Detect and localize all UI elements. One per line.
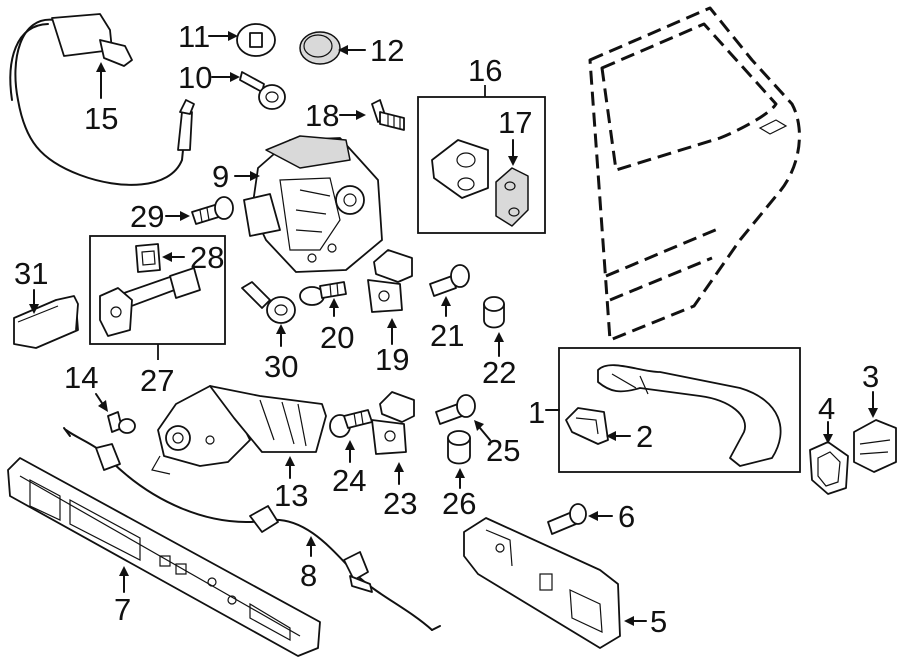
part-25-bolt [435,394,476,425]
label-part-10: 10 [178,60,213,95]
label-part-6: 6 [618,499,636,534]
part-22-cap [483,296,505,329]
label-part-12: 12 [370,33,405,68]
label-part-14: 14 [64,360,99,395]
label-part-13: 13 [274,478,309,513]
label-part-21: 21 [430,318,465,353]
part-6-screw [547,503,587,535]
part-15-latch-cable [9,13,195,186]
door-outline [588,6,801,342]
label-part-25: 25 [486,433,521,468]
leader-arrows [29,31,878,626]
part-23-hinge [371,391,415,455]
part-8-control-cable [63,427,441,631]
label-part-16: 16 [468,53,503,88]
part-30-bolt [241,281,296,324]
part-21-bolt [429,264,470,297]
label-part-29: 29 [130,199,165,234]
part-9-door-latch [243,135,383,273]
label-part-24: 24 [332,463,367,498]
part-10-bolt [239,71,286,110]
label-part-8: 8 [300,558,318,593]
part-20-bolt [299,281,347,306]
part-12-plug-cap [299,31,341,65]
label-part-20: 20 [320,320,355,355]
label-part-28: 28 [190,240,225,275]
part-31-connector [13,295,79,349]
label-part-2: 2 [636,419,654,454]
part-14-screw [107,411,136,434]
label-part-17: 17 [498,105,533,140]
label-part-31: 31 [14,256,49,291]
label-part-5: 5 [650,604,668,639]
part-27-door-check [89,235,226,360]
label-part-1: 1 [528,395,546,430]
part-18-bolt [371,99,405,131]
label-part-18: 18 [305,98,340,133]
label-part-9: 9 [212,159,230,194]
part-7-trim-panel [7,457,321,657]
label-part-23: 23 [383,486,418,521]
part-26-cap [447,430,471,465]
label-part-15: 15 [84,101,119,136]
part-16-striker-kit [417,85,546,234]
label-part-22: 22 [482,355,517,390]
part-5-handle-frame [463,517,621,649]
part-11-grommet [236,23,276,57]
part-29-bolt [191,196,234,225]
label-part-4: 4 [818,391,836,426]
label-part-19: 19 [375,342,410,377]
label-part-11: 11 [178,19,211,54]
part-24-bolt [329,409,373,438]
label-part-27: 27 [140,363,175,398]
label-part-7: 7 [114,592,132,627]
part-3-lock-cylinder [853,419,897,473]
part-13-actuator-bracket [151,385,327,475]
label-part-26: 26 [442,486,477,521]
part-19-hinge [367,249,413,313]
part-1-handle-assembly [558,347,801,473]
label-part-3: 3 [862,359,880,394]
label-part-30: 30 [264,349,299,384]
part-4-bezel [809,441,849,495]
